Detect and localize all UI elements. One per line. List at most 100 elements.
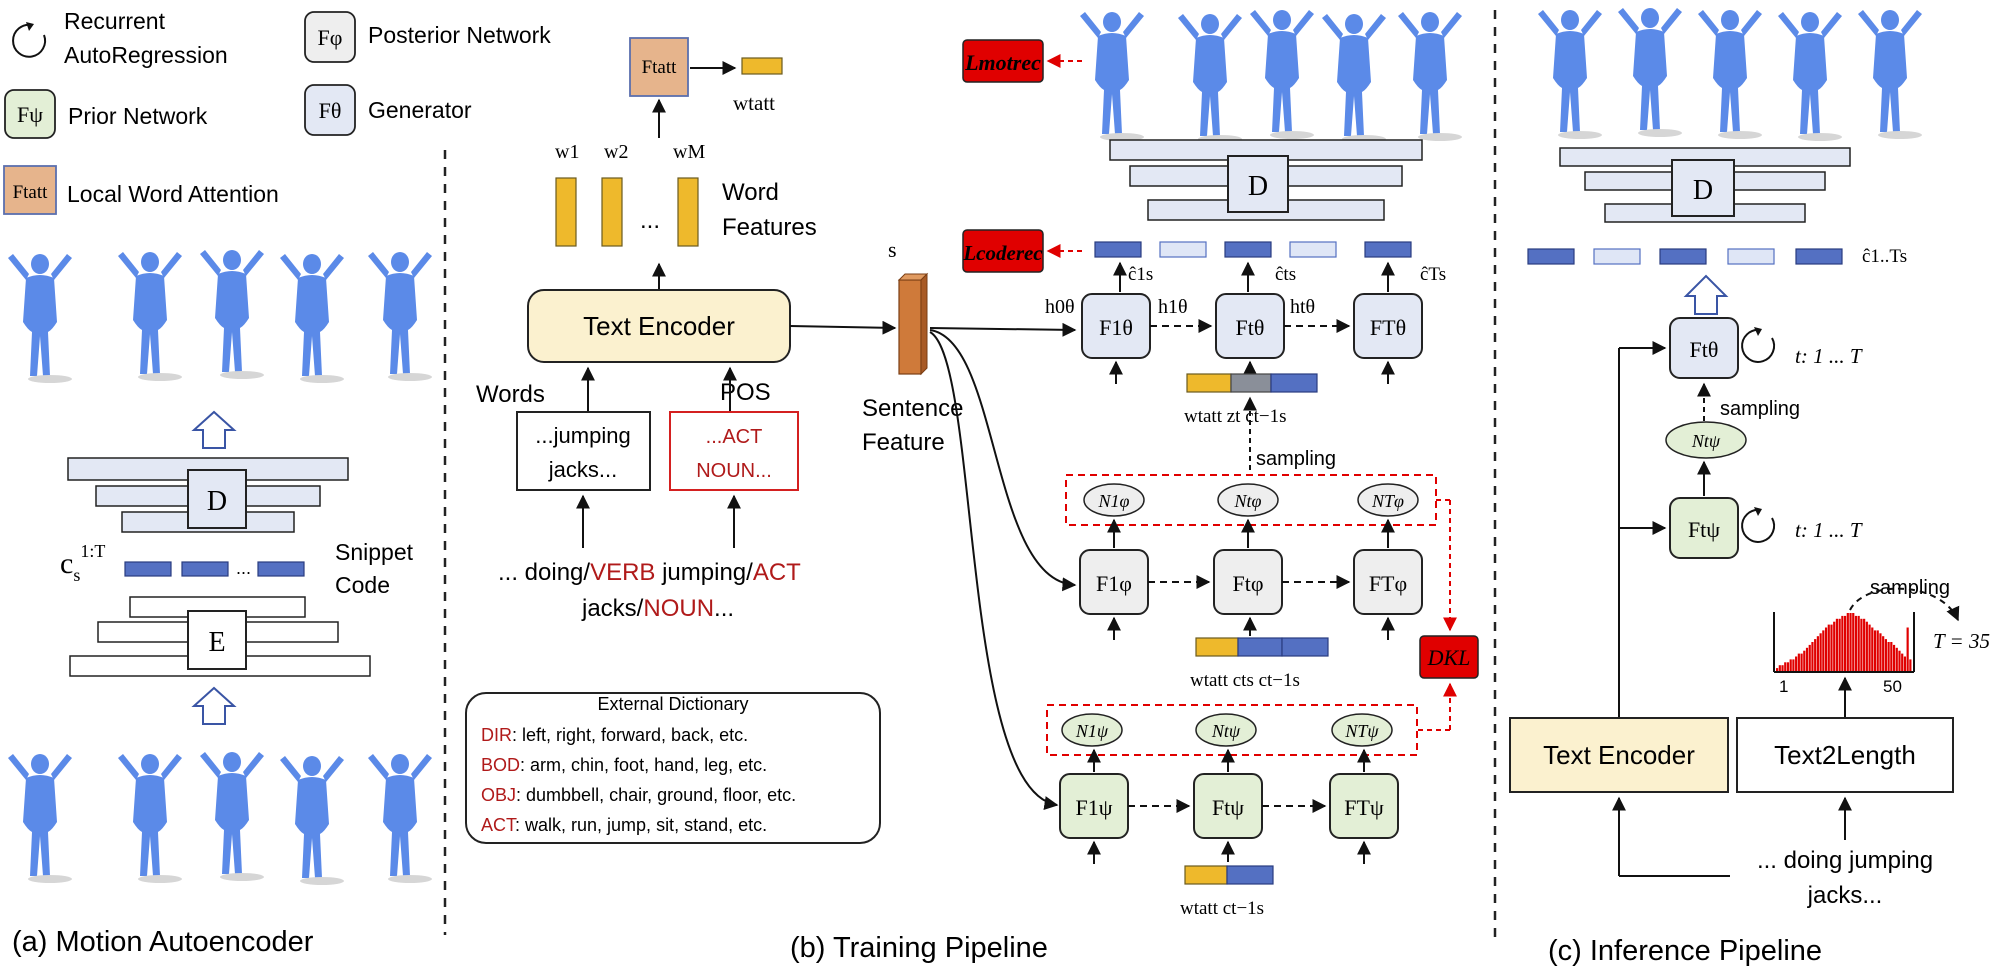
histogram-bar <box>1827 624 1830 671</box>
attention-output-token <box>741 57 783 75</box>
noise-cloud-icon <box>1061 713 1123 747</box>
recurrent-icon <box>1741 328 1775 363</box>
prior-noise-label: NTψ <box>1344 721 1379 741</box>
words-label: Words <box>476 381 545 408</box>
legend-posterior-symbol: Fφ <box>318 25 343 50</box>
body-figure <box>1398 12 1462 141</box>
loop-label-prior: t: 1 ... T <box>1795 518 1863 542</box>
code-ellipsis: ... <box>236 558 251 578</box>
body-figure <box>8 254 72 383</box>
word-features-label-2: Features <box>722 214 817 241</box>
loop-label-generator: t: 1 ... T <box>1795 344 1863 368</box>
word-features-label-1: Word <box>722 179 779 206</box>
code-hat-sequence: ĉ1..Ts <box>1862 246 1907 267</box>
input-token <box>1226 865 1274 885</box>
input-token <box>1230 373 1272 393</box>
histogram-bar <box>1778 665 1781 671</box>
code-token <box>1289 241 1337 258</box>
snippet-code-symbol: cs1:T <box>60 541 105 585</box>
inference-prior-node <box>1669 497 1739 559</box>
code-loss-box <box>962 229 1044 273</box>
word-feature-token <box>555 177 577 247</box>
body-figure <box>1250 10 1314 139</box>
code-loss-label: Lcoderec <box>962 241 1043 265</box>
words-input-box <box>516 411 651 491</box>
word-feature-ellipsis: ... <box>640 207 660 234</box>
sentence-feature-token <box>898 279 922 375</box>
sampling-label-b: sampling <box>1256 448 1336 470</box>
input-token <box>1184 865 1228 885</box>
words-box-line-2: jacks... <box>548 457 617 482</box>
posterior-noise-label: N1φ <box>1098 491 1130 511</box>
kl-divergence-box <box>1419 635 1479 679</box>
decoder-block-c <box>1671 159 1735 217</box>
motion-loss-box <box>962 39 1044 83</box>
generator-node-label: F1θ <box>1099 315 1133 340</box>
histogram-bar <box>1792 659 1795 671</box>
dictionary-row: ACT: walk, run, jump, sit, stand, etc. <box>481 815 767 835</box>
external-dictionary-box <box>465 692 881 844</box>
histogram-sampling-label: sampling <box>1870 577 1950 599</box>
noise-cloud-icon <box>1357 483 1419 517</box>
legend-attention-label: Local Word Attention <box>67 181 279 207</box>
up-arrow-icon <box>191 410 237 449</box>
histogram-bar <box>1868 624 1871 671</box>
noise-cloud-icon <box>1331 713 1393 747</box>
attention-box-label: Ftatt <box>642 57 678 78</box>
inference-noise-label: Ntψ <box>1691 431 1721 451</box>
legend-recurrent-2: AutoRegression <box>64 42 228 68</box>
decoder-label-c: D <box>1693 175 1713 206</box>
code-token <box>1364 241 1412 258</box>
pos-label: POS <box>720 379 771 406</box>
histogram-bar <box>1841 615 1844 671</box>
dictionary-title: External Dictionary <box>597 694 748 714</box>
inference-input-line-1: ... doing jumping <box>1757 847 1933 874</box>
sampling-label-c: sampling <box>1720 398 1800 420</box>
body-figure <box>1080 12 1144 141</box>
histogram-bar <box>1852 613 1855 671</box>
text2length-block <box>1736 717 1954 793</box>
input-token <box>1186 373 1232 393</box>
histogram-bar <box>1884 639 1887 671</box>
dictionary-row: OBJ: dumbbell, chair, ground, floor, etc… <box>481 785 796 805</box>
histogram-bar <box>1871 627 1874 671</box>
encoder-block <box>187 610 247 670</box>
sentence-tagged-line-1: ... doing/VERB jumping/ACT <box>498 559 801 586</box>
noise-cloud-icon <box>1195 713 1257 747</box>
histogram-bar <box>1803 650 1806 671</box>
histogram-bar <box>1892 644 1896 671</box>
histogram-bar <box>1865 621 1868 671</box>
generated-motion-row-b <box>1080 10 1462 143</box>
generator-node-label: Ftθ <box>1236 315 1265 340</box>
prior-node <box>1329 773 1399 839</box>
prior-noise-label: Ntψ <box>1211 721 1241 741</box>
attention-box <box>629 37 689 97</box>
histogram-bar <box>1808 644 1811 671</box>
panel-inference-pipeline: D ĉ1..Ts Ftθ t: 1 ... T sampling Ntψ Ftψ… <box>1509 8 1990 967</box>
histogram-bar <box>1890 642 1893 671</box>
generated-motion-row-c <box>1538 8 1922 141</box>
histogram-bar <box>1873 630 1877 671</box>
histogram-min-label: 1 <box>1779 677 1788 696</box>
code-hat-t: ĉts <box>1275 264 1296 285</box>
kl-divergence-label: DKL <box>1427 645 1471 670</box>
body-figure <box>8 754 72 883</box>
code-hat-T: ĉTs <box>1420 264 1446 285</box>
posterior-node-label: Ftφ <box>1232 571 1263 596</box>
posterior-node-label: F1φ <box>1096 571 1132 596</box>
text-encoder-label: Text Encoder <box>583 311 735 341</box>
body-figure <box>1618 8 1682 137</box>
histogram-bar <box>1781 665 1784 671</box>
word-label-w2: w2 <box>604 141 628 163</box>
output-motion-row-a <box>8 250 432 383</box>
code-token <box>1795 248 1843 265</box>
code-hat-1: ĉ1s <box>1128 264 1153 285</box>
inference-generator-label: Ftθ <box>1690 337 1719 362</box>
histogram-bar <box>1901 653 1904 671</box>
histogram-bar <box>1887 642 1890 671</box>
input-token <box>1270 373 1318 393</box>
histogram-bar <box>1833 621 1836 671</box>
body-figure <box>1858 10 1922 139</box>
inference-input-line-2: jacks... <box>1807 882 1883 909</box>
legend-attention-symbol: Ftatt <box>13 182 49 203</box>
